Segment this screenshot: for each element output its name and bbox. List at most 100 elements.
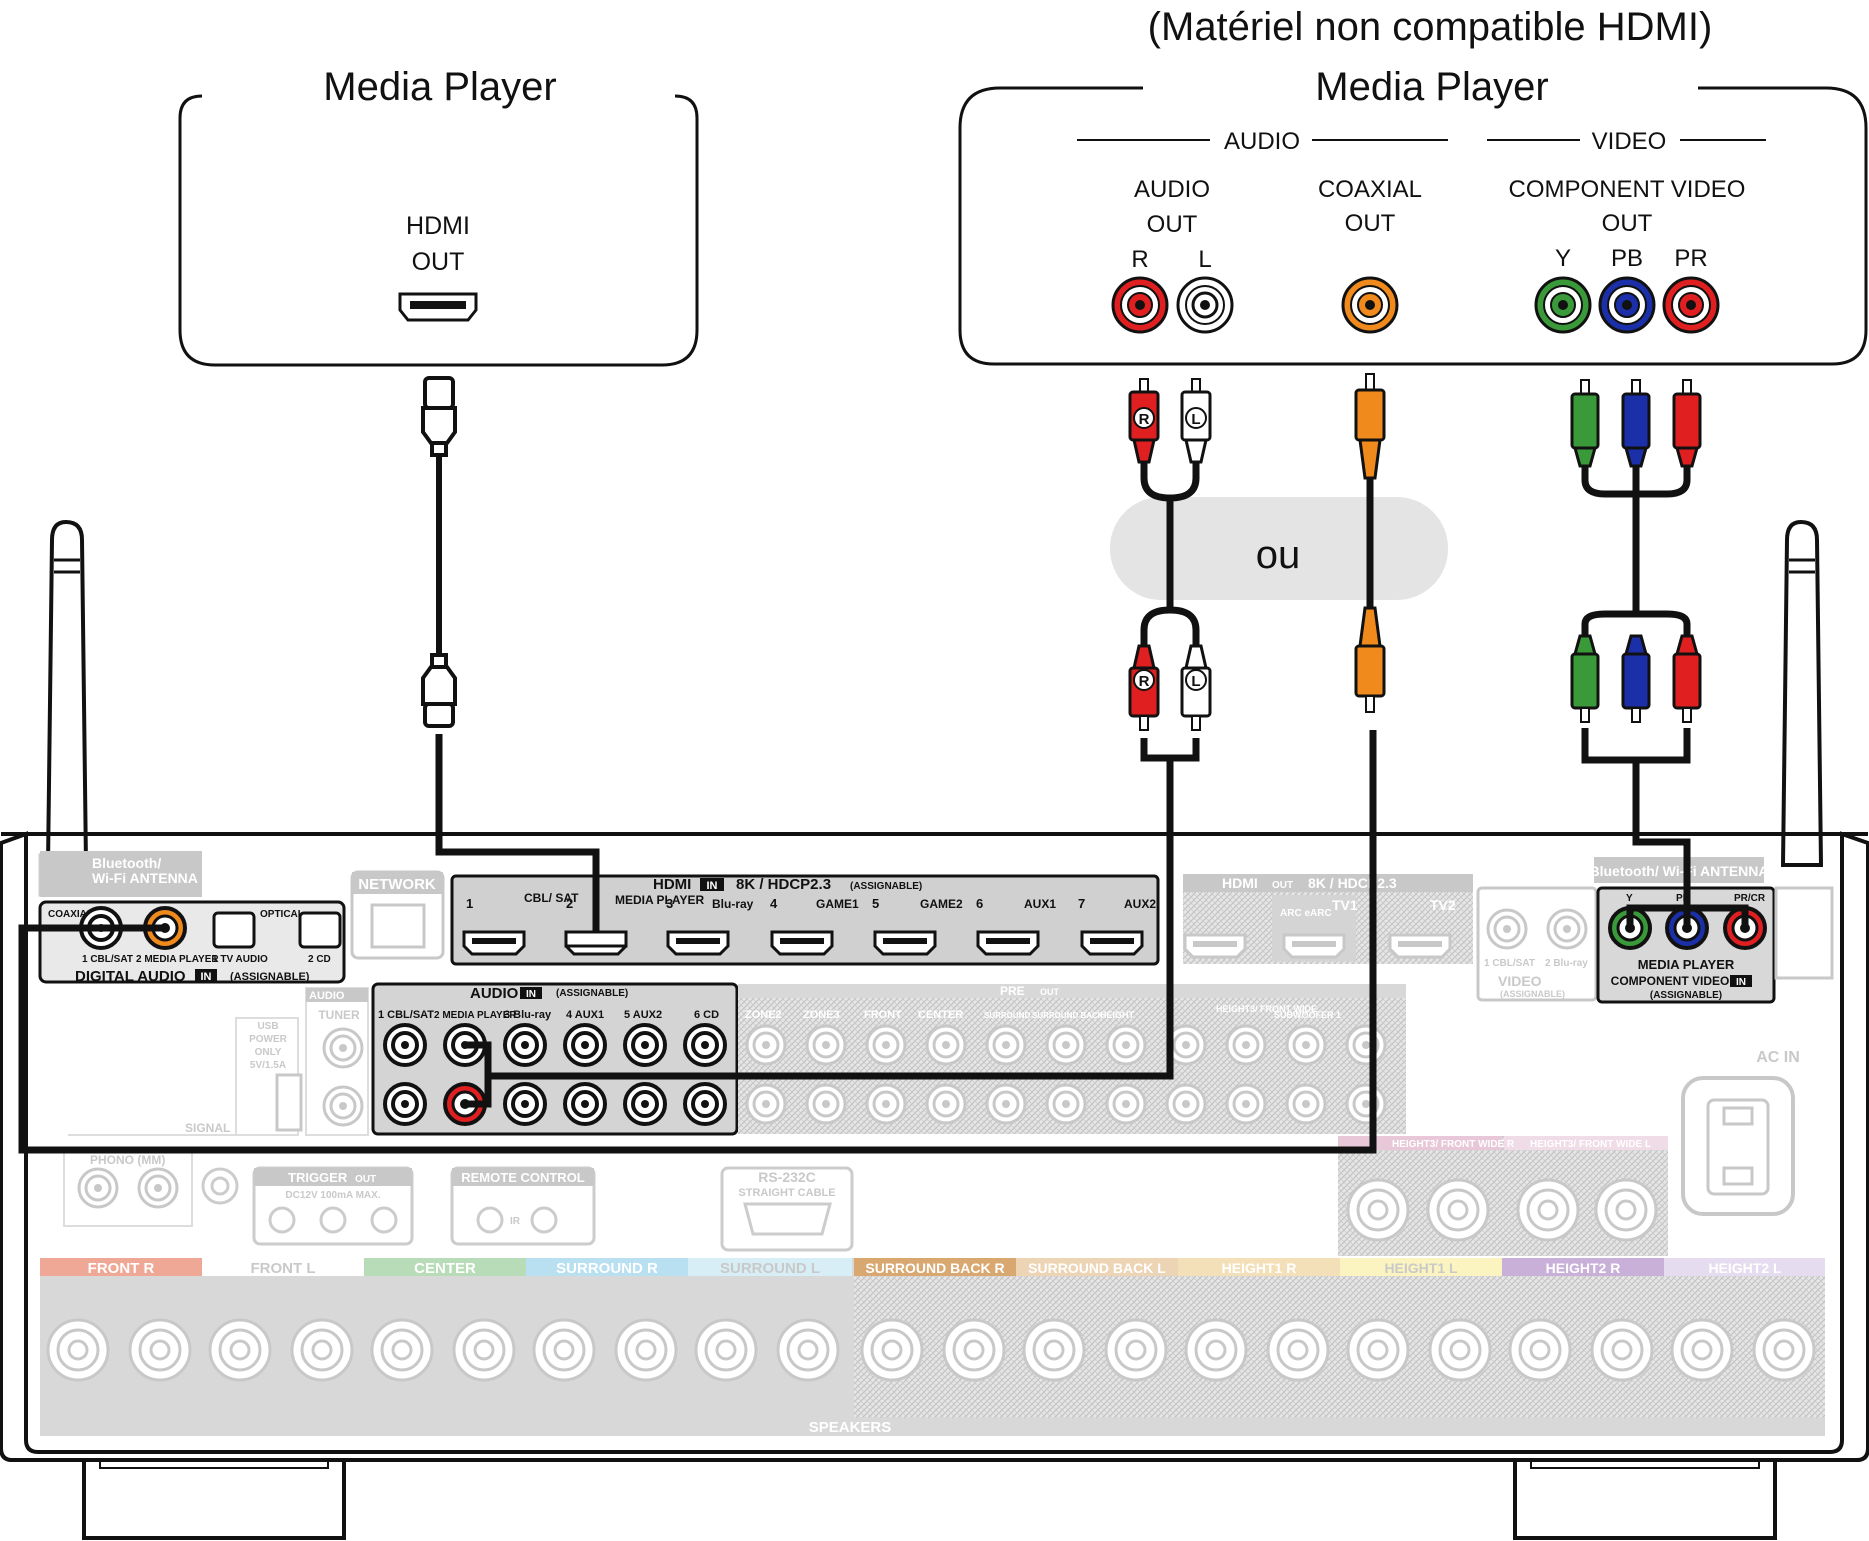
video-group-label: VIDEO <box>1592 128 1667 155</box>
analog-audio-cable: R L R L <box>465 378 1212 1108</box>
svg-text:HEIGHT2 R: HEIGHT2 R <box>1546 1260 1621 1276</box>
svg-text:4 AUX1: 4 AUX1 <box>566 1009 604 1021</box>
video-in-panel: 1 CBL/SAT 2 Blu-ray VIDEO (ASSIGNABLE) <box>1476 886 1598 1002</box>
svg-text:2: 2 <box>566 896 573 911</box>
coaxial-out-label-1: COAXIAL <box>1318 176 1422 203</box>
svg-text:OUT: OUT <box>355 1174 376 1185</box>
svg-text:PRE: PRE <box>1000 984 1025 998</box>
svg-text:TUNER: TUNER <box>318 1008 360 1022</box>
svg-text:HEIGHT1 L: HEIGHT1 L <box>1384 1260 1458 1276</box>
audio-out-l-jack <box>1176 276 1234 334</box>
non-hdmi-note: (Matériel non compatible HDMI) <box>1148 5 1713 49</box>
svg-text:SUBWOOFER 1: SUBWOOFER 1 <box>1274 1010 1341 1020</box>
component-y-label: Y <box>1555 245 1571 272</box>
bt-antenna-label-left: Bluetooth/Wi-Fi ANTENNA <box>92 855 198 886</box>
svg-text:REMOTE CONTROL: REMOTE CONTROL <box>461 1170 585 1185</box>
antenna-left <box>38 519 96 897</box>
svg-text:IR: IR <box>510 1216 521 1227</box>
svg-text:ARC eARC: ARC eARC <box>1280 908 1332 919</box>
svg-text:ZONE2: ZONE2 <box>745 1009 782 1021</box>
svg-text:SURROUND R: SURROUND R <box>556 1260 658 1277</box>
svg-text:(ASSIGNABLE): (ASSIGNABLE) <box>556 988 628 999</box>
svg-text:NETWORK: NETWORK <box>358 876 436 893</box>
svg-text:SURROUND BACK R: SURROUND BACK R <box>865 1260 1004 1276</box>
svg-text:1 CBL/SAT: 1 CBL/SAT <box>82 954 133 965</box>
hdmi-out-panel: HDMI OUT 8K / HDCP2.3 TV1 ARC eARC TV2 <box>1183 874 1473 964</box>
svg-text:IN: IN <box>707 880 718 892</box>
svg-text:Y: Y <box>1626 893 1633 904</box>
svg-text:R: R <box>1139 673 1150 690</box>
svg-text:GAME2: GAME2 <box>920 897 963 911</box>
svg-text:HEIGHT2 L: HEIGHT2 L <box>1708 1260 1782 1276</box>
hdmi-out-label-1: HDMI <box>406 212 470 240</box>
svg-text:(ASSIGNABLE): (ASSIGNABLE) <box>1650 990 1722 1001</box>
svg-text:COMPONENT VIDEO: COMPONENT VIDEO <box>1611 974 1730 988</box>
svg-text:HDMI: HDMI <box>653 876 691 893</box>
svg-text:AUX1: AUX1 <box>1024 897 1056 911</box>
hdmi-out-port-icon <box>398 292 478 322</box>
component-pb-jack <box>1598 276 1656 334</box>
speakers-panel: FRONT R FRONT L CENTER SURROUND R SURROU… <box>40 1258 1825 1436</box>
component-pr-label: PR <box>1674 245 1707 272</box>
hdmi-in-panel: HDMI IN 8K / HDCP2.3 (ASSIGNABLE) 1 CBL/… <box>450 874 1160 966</box>
svg-text:R: R <box>1139 411 1150 428</box>
svg-text:AC IN: AC IN <box>1756 1049 1800 1066</box>
right-media-player: (Matériel non compatible HDMI) Media Pla… <box>958 5 1868 366</box>
audio-in-panel: AUDIO IN (ASSIGNABLE) 1 CBL/SAT 2 MEDIA … <box>371 982 739 1136</box>
svg-text:MEDIA PLAYER: MEDIA PLAYER <box>615 893 704 907</box>
hdmi-cable <box>421 376 628 948</box>
svg-text:ZONE3: ZONE3 <box>803 1009 840 1021</box>
audio-l-label: L <box>1198 246 1211 273</box>
svg-text:3: 3 <box>666 896 673 911</box>
plug-l-bottom: L <box>1180 644 1212 731</box>
svg-text:HEIGHT: HEIGHT <box>1100 1010 1135 1020</box>
svg-text:7: 7 <box>1078 896 1085 911</box>
svg-text:PB: PB <box>1676 893 1690 904</box>
bt-antenna-label-right: Bluetooth/ Wi-Fi ANTENNA <box>1590 863 1769 879</box>
lower-faded-ports: PHONO (MM) TRIGGER OUT DC12V 100mA MAX. … <box>63 1149 854 1252</box>
svg-text:CBL/ SAT: CBL/ SAT <box>524 891 579 905</box>
svg-text:AUDIO: AUDIO <box>309 990 345 1002</box>
comp-plugs-bottom <box>1570 634 1702 723</box>
svg-text:SPEAKERS: SPEAKERS <box>809 1419 892 1436</box>
svg-text:SURROUND BACK L: SURROUND BACK L <box>1028 1260 1166 1276</box>
svg-text:8K / HDCP2.3: 8K / HDCP2.3 <box>736 876 831 893</box>
svg-text:Blu-ray: Blu-ray <box>712 897 754 911</box>
svg-text:AUX2: AUX2 <box>1124 897 1156 911</box>
plug-r-top: R <box>1128 378 1160 464</box>
component-y-jack <box>1534 276 1592 334</box>
svg-text:1 CBL/SAT: 1 CBL/SAT <box>378 1009 434 1021</box>
svg-text:2 CD: 2 CD <box>308 954 331 965</box>
svg-text:HEIGHT3/ FRONT WIDE L: HEIGHT3/ FRONT WIDE L <box>1530 1139 1651 1150</box>
digital-audio-in: COAXIAL OPTICAL 1 CBL/SAT 2 MEDIA PLAYER… <box>38 900 346 985</box>
pre-out-panel: PRE OUT ZONE2 ZONE3 FRONT CENTER SURROUN… <box>738 984 1406 1134</box>
svg-text:(ASSIGNABLE): (ASSIGNABLE) <box>1500 989 1565 999</box>
svg-text:MEDIA PLAYER: MEDIA PLAYER <box>1638 957 1735 972</box>
svg-text:6: 6 <box>976 896 983 911</box>
svg-text:PHONO (MM): PHONO (MM) <box>90 1153 165 1167</box>
foot-left <box>82 1456 346 1540</box>
svg-text:FRONT R: FRONT R <box>88 1260 155 1277</box>
svg-text:HEIGHT3/ FRONT WIDE R: HEIGHT3/ FRONT WIDE R <box>1392 1139 1515 1150</box>
or-label: ou <box>1256 533 1301 577</box>
svg-text:2 MEDIA PLAYER: 2 MEDIA PLAYER <box>434 1010 517 1021</box>
svg-text:SURROUND L: SURROUND L <box>720 1260 820 1277</box>
svg-text:8K / HDCP2.3: 8K / HDCP2.3 <box>1308 875 1397 891</box>
component-cable <box>1570 379 1749 928</box>
svg-text:FRONT L: FRONT L <box>251 1260 316 1277</box>
svg-text:CENTER: CENTER <box>414 1260 476 1277</box>
svg-text:IN: IN <box>1736 977 1746 988</box>
svg-text:(ASSIGNABLE): (ASSIGNABLE) <box>850 881 922 892</box>
svg-text:2 MEDIA PLAYER: 2 MEDIA PLAYER <box>136 954 219 965</box>
front-wide-speakers: HEIGHT3/ FRONT WIDE R HEIGHT3/ FRONT WID… <box>1338 1136 1668 1256</box>
audio-group-label: AUDIO <box>1224 128 1300 155</box>
svg-text:RS-232C: RS-232C <box>758 1169 816 1185</box>
svg-text:STRAIGHT CABLE: STRAIGHT CABLE <box>738 1187 835 1199</box>
left-device-title: Media Player <box>323 65 556 109</box>
svg-text:(ASSIGNABLE): (ASSIGNABLE) <box>230 971 310 983</box>
svg-text:IN: IN <box>526 989 536 1000</box>
component-out-label-1: COMPONENT VIDEO <box>1509 176 1746 203</box>
svg-text:SIGNAL: SIGNAL <box>185 1121 230 1135</box>
svg-text:TV2: TV2 <box>1430 897 1456 913</box>
audio-out-label-1: AUDIO <box>1134 176 1210 203</box>
